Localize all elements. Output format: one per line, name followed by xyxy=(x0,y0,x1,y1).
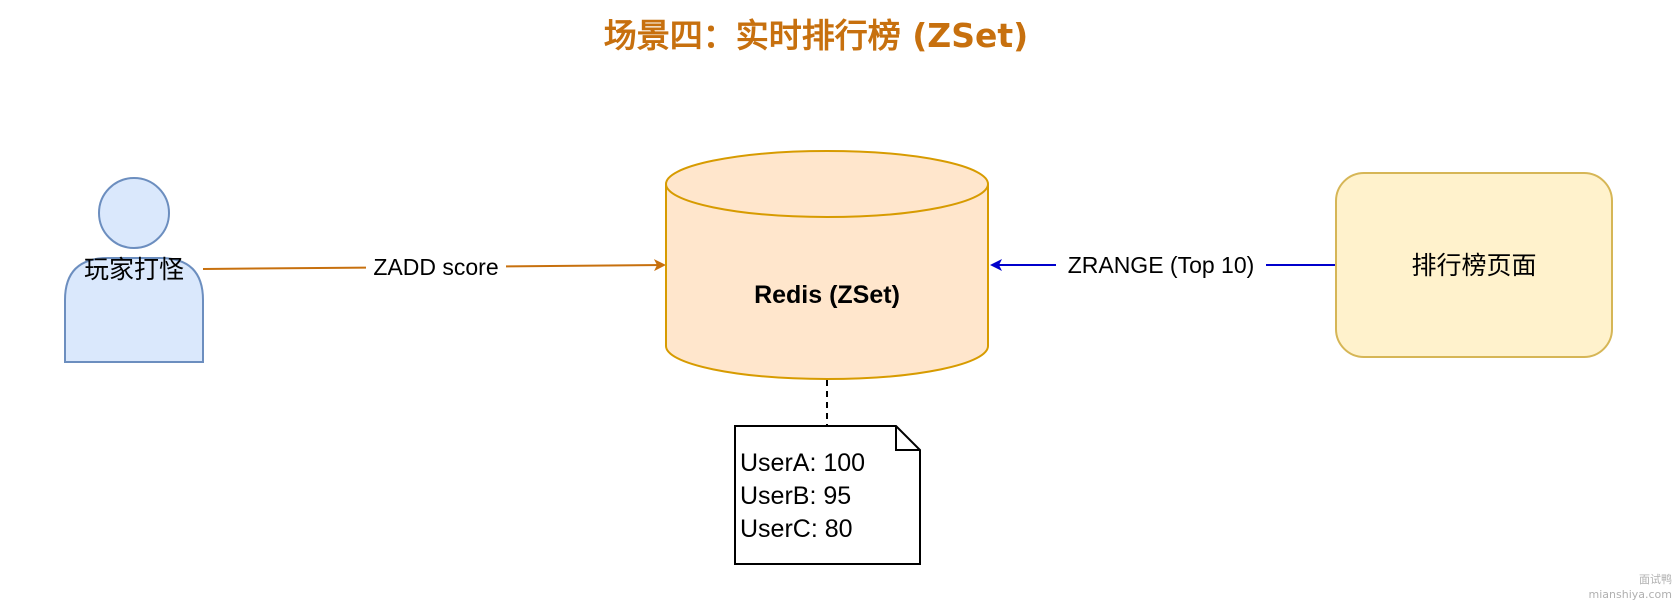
note-line-usera: UserA: 100 xyxy=(740,449,865,477)
zrange-label-bg xyxy=(1056,250,1266,280)
zadd-edge: ZADD score xyxy=(202,250,666,280)
watermark-line2: mianshiya.com xyxy=(1589,588,1672,601)
redis-label: Redis (ZSet) xyxy=(754,281,900,309)
leaderboard-page-box xyxy=(1335,172,1613,358)
note-line-userb: UserB: 95 xyxy=(740,482,851,510)
player-label: 玩家打怪 xyxy=(84,255,184,284)
leaderboard-page-label: 排行榜页面 xyxy=(1411,251,1536,280)
watermark: 面试鸭 mianshiya.com xyxy=(1589,573,1672,601)
note-line-userc: UserC: 80 xyxy=(740,515,853,543)
player-node[interactable]: 玩家打怪 xyxy=(64,177,204,363)
score-note[interactable]: UserA: 100 UserB: 95 UserC: 80 xyxy=(734,425,921,565)
person-head-icon xyxy=(98,177,170,249)
zrange-edge: ZRANGE (Top 10) xyxy=(990,250,1336,280)
redis-node[interactable]: Redis (ZSet) xyxy=(665,150,989,380)
person-actor-icon xyxy=(64,257,204,363)
diagram-title: 场景四：实时排行榜 (ZSet) xyxy=(604,16,1029,55)
note-shape-icon xyxy=(734,425,921,565)
zadd-label-bg xyxy=(366,250,506,280)
note-fold-corner xyxy=(895,426,920,451)
leaderboard-page-node[interactable]: 排行榜页面 xyxy=(1335,172,1613,358)
database-cylinder-icon xyxy=(665,184,989,380)
zadd-edge-label: ZADD score xyxy=(373,254,498,280)
database-cylinder-top xyxy=(665,150,989,218)
zrange-edge-label: ZRANGE (Top 10) xyxy=(1068,252,1255,278)
watermark-line1: 面试鸭 xyxy=(1639,573,1672,586)
